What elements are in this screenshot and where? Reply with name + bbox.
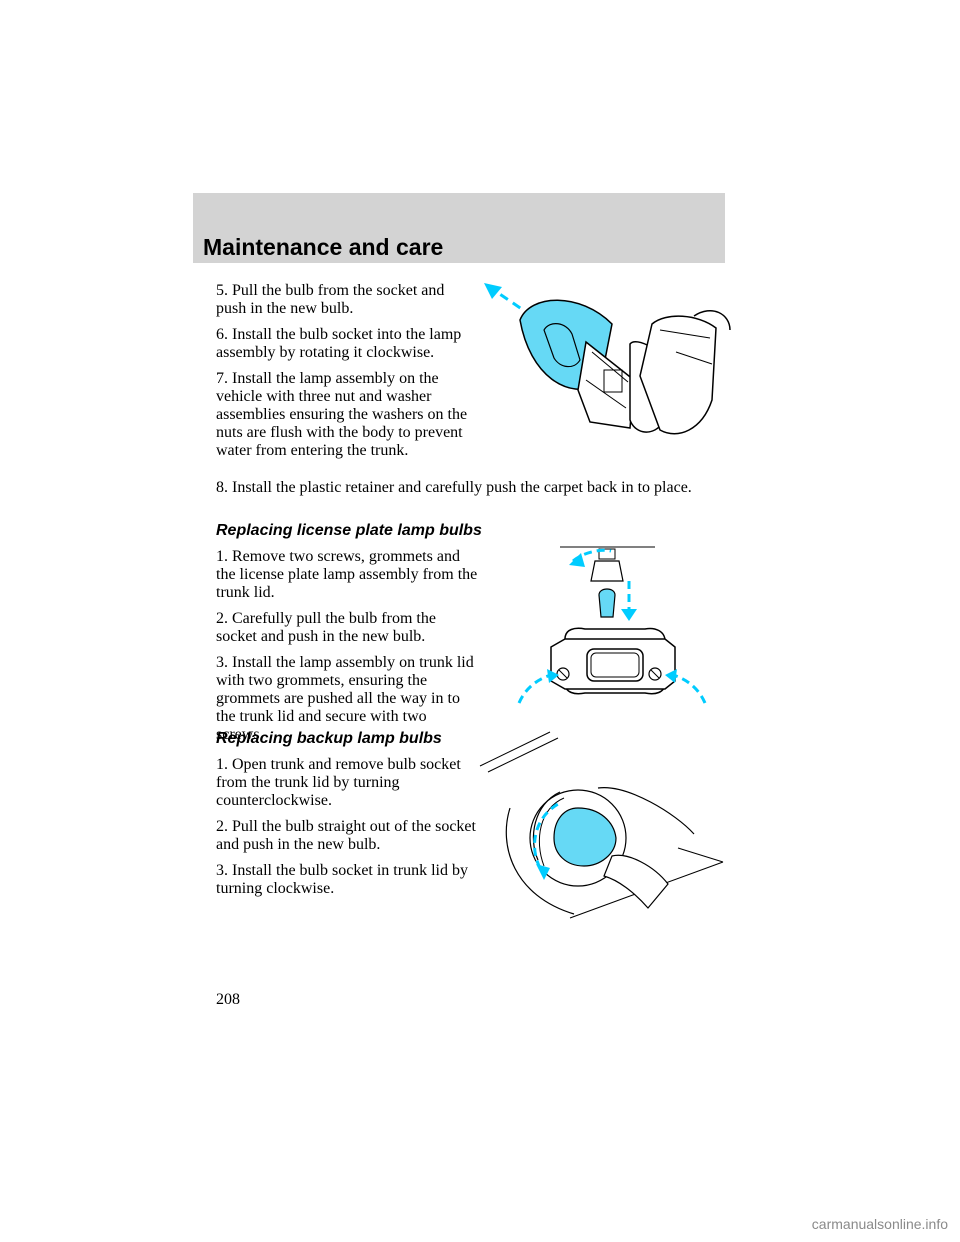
step-6: 6. Install the bulb socket into the lamp… [216,326,462,361]
section-title: Maintenance and care [203,234,444,260]
section-header: Maintenance and care [193,193,725,263]
step-8: 8. Install the plastic retainer and care… [216,479,692,496]
backup-lamp-illustration [479,731,724,919]
bulb-socket-illustration [484,283,731,435]
backup-step-1: 1. Open trunk and remove bulb socket fro… [216,756,461,809]
backup-heading: Replacing backup lamp bulbs [216,730,442,747]
license-lamp-illustration [517,546,707,704]
license-step-1: 1. Remove two screws, grommets and the l… [216,548,478,601]
steps-block-1: 5. Pull the bulb from the socket and pus… [216,282,478,468]
license-step-2: 2. Carefully pull the bulb from the sock… [216,610,436,645]
backup-steps: 1. Open trunk and remove bulb socket fro… [216,756,478,906]
license-step-3: 3. Install the lamp assembly on trunk li… [216,654,474,743]
backup-step-2: 2. Pull the bulb straight out of the soc… [216,818,476,853]
license-steps: 1. Remove two screws, grommets and the l… [216,548,478,752]
step-7: 7. Install the lamp assembly on the vehi… [216,370,468,459]
page-number: 208 [216,991,240,1008]
footer-watermark: carmanualsonline.info [811,1216,948,1232]
backup-step-3: 3. Install the bulb socket in trunk lid … [216,862,468,897]
license-heading: Replacing license plate lamp bulbs [216,522,482,539]
step-5: 5. Pull the bulb from the socket and pus… [216,282,445,317]
